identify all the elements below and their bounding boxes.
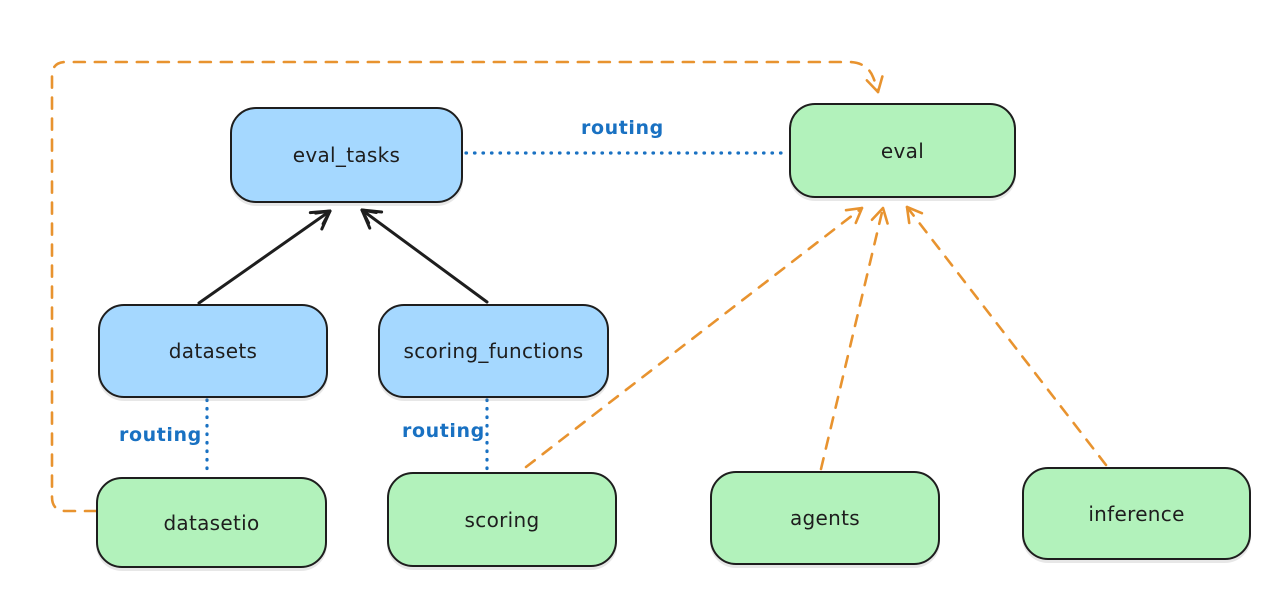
routing-label-scoring_functions-scoring: routing (402, 420, 485, 442)
node-inference-label: inference (1088, 501, 1185, 526)
node-eval-label: eval (880, 138, 925, 163)
node-scoring: scoring (387, 472, 617, 567)
node-inference: inference (1022, 467, 1251, 560)
node-agents: agents (710, 471, 940, 565)
node-datasets-label: datasets (168, 339, 258, 363)
node-scoring_functions: scoring_functions (378, 304, 609, 398)
node-datasetio-label: datasetio (163, 510, 260, 535)
edge-scoring-eval (524, 206, 864, 469)
edge-datasets-eval_tasks (197, 209, 332, 305)
edge-datasetio-eval (50, 60, 884, 513)
node-eval_tasks: eval_tasks (230, 107, 463, 203)
node-datasets: datasets (98, 304, 328, 398)
node-scoring_functions-label: scoring_functions (403, 339, 584, 363)
routing-label-datasets-datasetio: routing (119, 424, 202, 446)
node-eval: eval (789, 103, 1016, 198)
routing-label-eval_tasks-eval: routing (581, 117, 664, 139)
node-scoring-label: scoring (464, 507, 540, 532)
edge-agents-eval (819, 206, 889, 471)
edge-scoring_functions-eval_tasks (360, 208, 489, 304)
edge-inference-eval (905, 205, 1108, 467)
node-agents-label: agents (790, 506, 860, 530)
node-datasetio: datasetio (96, 477, 327, 568)
node-eval_tasks-label: eval_tasks (292, 143, 401, 167)
